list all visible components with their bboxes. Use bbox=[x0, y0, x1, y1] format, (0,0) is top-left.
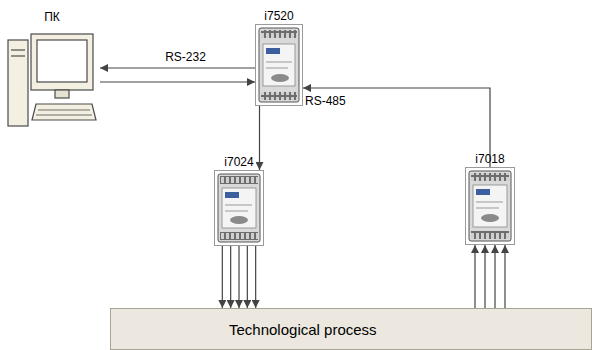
signal-line bbox=[474, 245, 475, 308]
signal-line bbox=[303, 88, 490, 167]
converter-module bbox=[259, 28, 299, 102]
module-box: i7024 bbox=[214, 170, 264, 246]
device-name: i7520 bbox=[264, 9, 293, 23]
output-module bbox=[218, 174, 260, 242]
device-name: i7018 bbox=[475, 152, 504, 166]
edge-label: RS-232 bbox=[164, 50, 207, 64]
bus-label: RS-485 bbox=[304, 94, 347, 108]
signal-line bbox=[504, 245, 505, 308]
device-name: ПК bbox=[44, 10, 60, 24]
process-label: Technological process bbox=[229, 321, 377, 338]
signal-line bbox=[494, 245, 495, 308]
computer-icon bbox=[8, 34, 96, 126]
signal-line bbox=[247, 246, 248, 308]
signal-line bbox=[255, 246, 256, 308]
signal-line bbox=[100, 81, 255, 82]
device-name: i7024 bbox=[224, 155, 253, 169]
computer-node: ПК bbox=[4, 8, 100, 132]
process-band: Technological process bbox=[110, 308, 592, 350]
signal-line bbox=[100, 67, 255, 68]
signal-line bbox=[238, 246, 239, 308]
signal-line bbox=[222, 246, 223, 308]
converter-box: i7520 bbox=[255, 24, 303, 106]
input-module bbox=[469, 171, 511, 241]
signal-line bbox=[484, 245, 485, 308]
signal-line bbox=[230, 246, 231, 308]
signal-line bbox=[259, 106, 260, 170]
module-box: i7018 bbox=[465, 167, 515, 245]
